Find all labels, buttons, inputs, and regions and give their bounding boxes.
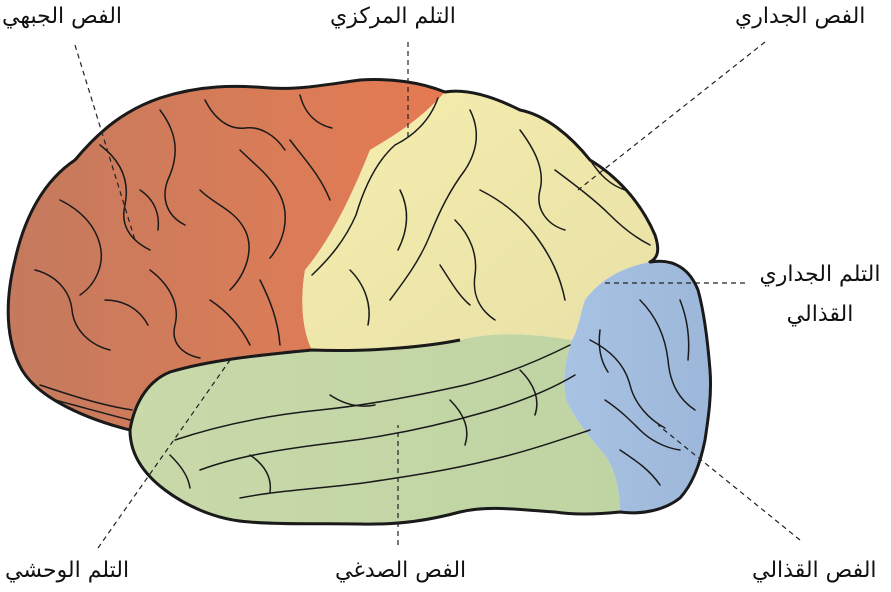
label-central-sulcus: التلم المركزي — [330, 4, 456, 29]
occipital-lobe-region — [564, 261, 711, 513]
parietal-sulcus — [554, 169, 651, 246]
temporal-sulcus — [174, 344, 571, 441]
temporal-sulcus — [199, 374, 576, 471]
frontal-sulcus — [299, 94, 333, 129]
frontal-sulcus — [59, 199, 102, 296]
frontal-sulcus — [204, 99, 286, 151]
frontal-sulcus — [259, 279, 281, 346]
parietal-sulcus — [389, 109, 478, 301]
frontal-sulcus — [99, 144, 151, 251]
occipital-sulcus — [598, 329, 609, 373]
central-sulcus-line — [311, 97, 439, 276]
frontal-sulcus — [34, 269, 111, 351]
label-parieto-occipital-line2: القذالي — [786, 302, 854, 328]
temporal-sulcus — [239, 429, 591, 499]
temporal-sulcus — [329, 394, 376, 407]
occipital-sulcus — [639, 299, 696, 411]
frontal-sulcus — [239, 149, 286, 259]
frontal-lobe-region — [8, 79, 445, 430]
label-lateral-sulcus: التلم الوحشي — [5, 558, 130, 583]
leader-occipital — [657, 424, 801, 541]
frontal-sulcus — [199, 189, 250, 291]
parietal-sulcus — [519, 129, 566, 231]
parietal-sulcus — [349, 269, 370, 326]
occipital-sulcus — [604, 399, 681, 451]
label-frontal-lobe: الفص الجبهي — [2, 4, 123, 29]
temporal-sulcus — [449, 399, 468, 446]
parietal-sulcus — [454, 219, 496, 321]
label-occipital-lobe: الفص القذالي — [752, 558, 877, 583]
temporal-sulcus — [169, 454, 191, 489]
frontal-sulcus — [149, 269, 201, 359]
label-parieto-occipital-line1: التلم الجداري — [759, 262, 881, 287]
frontal-sulcus — [139, 189, 160, 231]
leader-parietal — [577, 41, 766, 191]
label-temporal-lobe: الفص الصدغي — [335, 558, 467, 583]
occipital-sulcus — [679, 299, 690, 361]
label-parieto-occipital-sulcus: التلم الجداري القذالي — [752, 262, 888, 329]
frontal-sulcus — [289, 139, 331, 201]
parietal-sulcus — [589, 159, 626, 191]
parietal-sulcus — [439, 264, 471, 306]
parietal-sulcus — [479, 189, 566, 301]
frontal-sulcus — [159, 109, 186, 226]
orbital-fold-2 — [54, 399, 131, 421]
occipital-sulcus — [589, 339, 666, 429]
frontal-sulcus — [209, 299, 251, 346]
lateral-sulcus-line — [128, 338, 461, 431]
parietal-lobe-region — [302, 91, 658, 351]
leader-lateral — [97, 359, 231, 549]
brain-outline — [6, 78, 713, 526]
frontal-sulcus — [104, 299, 149, 326]
occipital-sulcus — [619, 449, 661, 486]
temporal-sulcus — [519, 369, 538, 416]
parietal-sulcus — [397, 189, 408, 251]
orbital-fold — [39, 384, 133, 411]
temporal-lobe-region — [130, 334, 620, 525]
label-parietal-lobe: الفص الجداري — [735, 4, 866, 29]
leader-frontal — [74, 44, 136, 241]
temporal-sulcus — [249, 454, 272, 493]
